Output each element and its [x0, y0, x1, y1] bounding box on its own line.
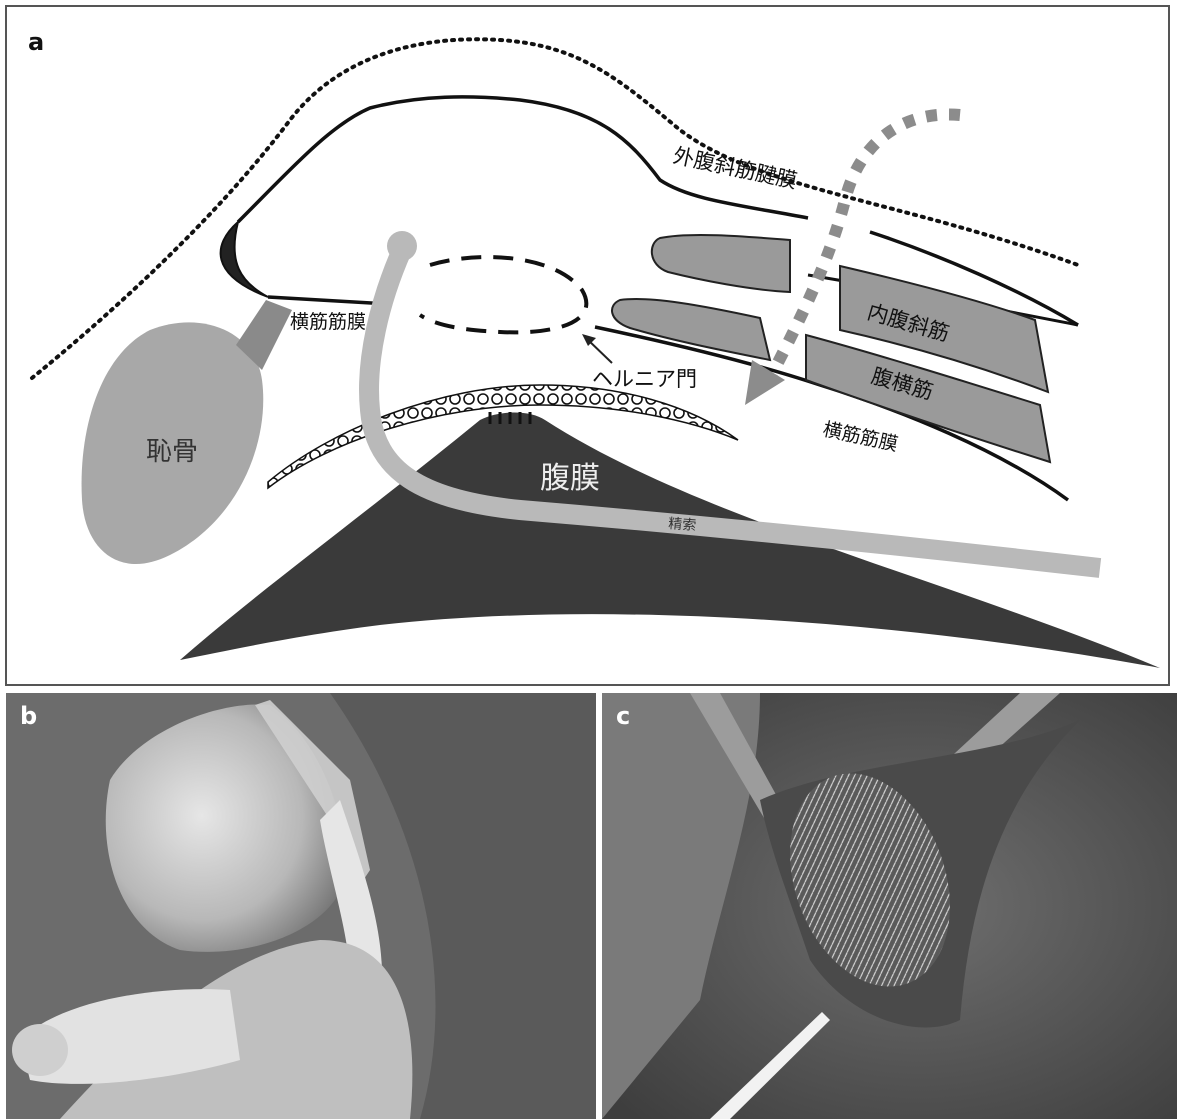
label-peritoneum: 腹膜 [540, 461, 600, 496]
spermatic-cord-end [387, 231, 417, 261]
panel-c-photo: c [602, 693, 1177, 1119]
label-hernia-orifice: ヘルニア門 [592, 367, 697, 391]
panel-a-diagram: a [6, 6, 1169, 685]
panel-c-letter: c [616, 702, 630, 730]
label-transversalis-fascia-left: 横筋筋膜 [290, 311, 366, 333]
label-pubis: 恥骨 [146, 437, 198, 467]
panel-divider [596, 693, 602, 1119]
panel-b-photo: b [6, 693, 596, 1119]
panel-b-letter: b [20, 702, 37, 730]
panel-b-tip [12, 1024, 68, 1076]
label-spermatic-cord: 精索 [668, 515, 697, 534]
panel-a-letter: a [28, 28, 44, 56]
